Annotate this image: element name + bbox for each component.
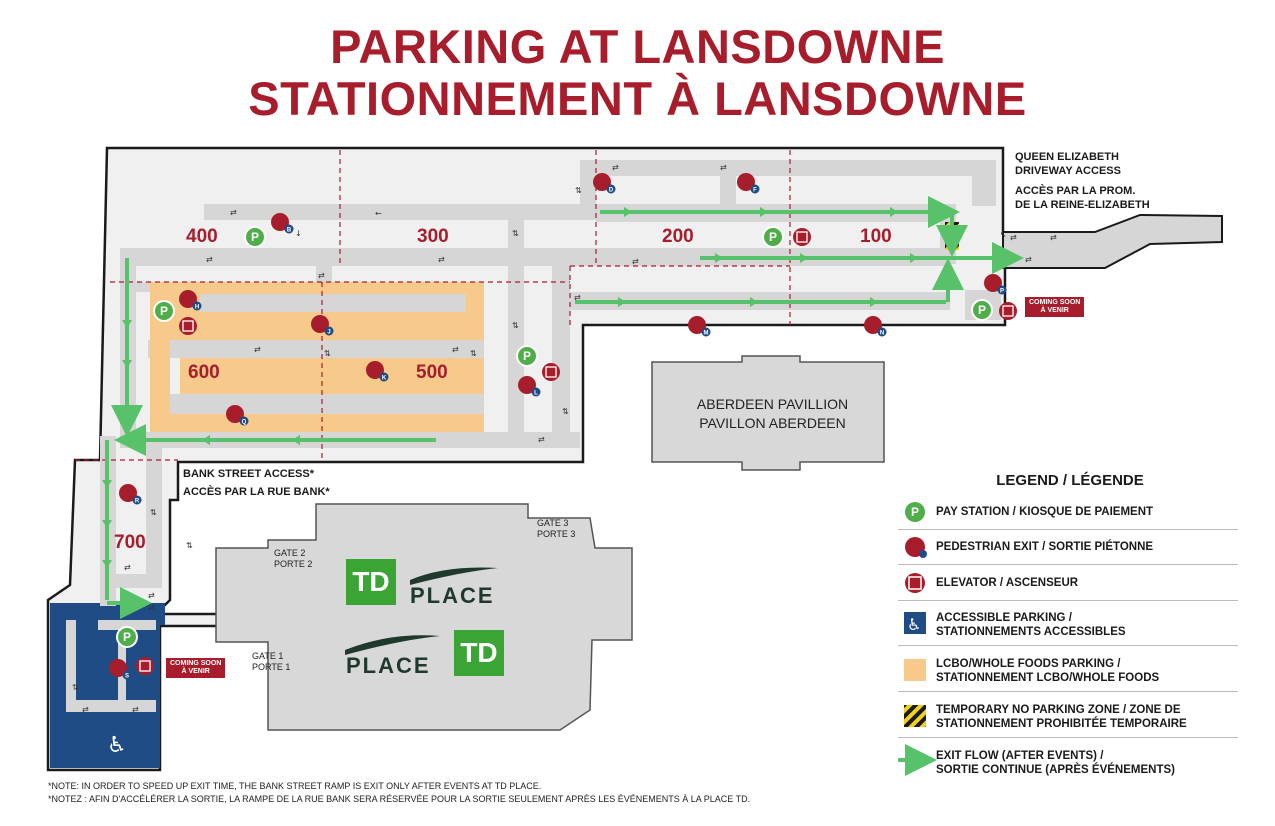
accessible-parking-icon: [904, 612, 926, 634]
zone-500-label: 500: [416, 362, 448, 383]
svg-text:⇄: ⇄: [538, 435, 545, 444]
svg-text:⇄: ⇄: [254, 345, 261, 354]
svg-text:⇄: ⇄: [632, 257, 639, 266]
svg-text:⇅: ⇅: [512, 229, 519, 238]
footnote-en: *NOTE: IN ORDER TO SPEED UP EXIT TIME, T…: [48, 781, 542, 791]
elevator-icon-box: [908, 576, 922, 590]
lcbo-aisle: [200, 294, 466, 312]
pay-station-icon-p: P: [911, 505, 919, 519]
legend-row-exit-flow: EXIT FLOW (AFTER EVENTS) /SORTIE CONTINU…: [936, 750, 1175, 776]
footnote-fr: *NOTEZ : AFIN D'ACCÉLÉRER LA SORTIE, LA …: [48, 794, 751, 804]
svg-text:⇄: ⇄: [124, 563, 131, 572]
legend-row-lcbo: LCBO/WHOLE FOODS PARKING /STATIONNEMENT …: [898, 651, 1238, 692]
legend-row-elevator: ELEVATOR / ASCENSEUR: [898, 566, 1238, 601]
direction-markers: ⇄⇄⇅ ⇄←↓ ⇅⇄⇄ ⇄⇄⇄ ⇄⇅⇅ ⇄⇅⇅ ⇄⇅⇄ ⇄⇄⇅ ⇅⇄⇄ ⇄⇄⇄ …: [72, 163, 1057, 714]
queen-elizabeth-access-label: QUEEN ELIZABETH DRIVEWAY ACCESS ACCÈS PA…: [1015, 151, 1150, 211]
zone-300-label: 300: [417, 226, 449, 247]
legend-row-pedestrian-exit: PEDESTRIAN EXIT / SORTIE PIÉTONNE: [898, 530, 1238, 565]
svg-text:↖: ↖: [1000, 230, 1007, 239]
legend-row-pay-station: PAY STATION / KIOSQUE DE PAIEMENT: [898, 495, 1238, 530]
map-title-en: PARKING AT LANSDOWNE: [330, 20, 945, 73]
svg-text:⇅: ⇅: [575, 186, 582, 195]
svg-text:⇄: ⇄: [318, 271, 325, 280]
bank-street-access-label: BANK STREET ACCESS* ACCÈS PAR LA RUE BAN…: [183, 468, 330, 498]
place-wordmark-top: PLACE: [410, 583, 495, 608]
elevator-icon: [905, 573, 925, 593]
elevators: [136, 228, 1017, 675]
no-parking-zone-swatch: [904, 705, 926, 727]
pay-stations: P P P P P P: [116, 226, 993, 648]
svg-text:⇅: ⇅: [72, 683, 79, 692]
pay-station-icon: [905, 502, 925, 522]
svg-text:⇄: ⇄: [82, 705, 89, 714]
td-logo-bottom: TD: [454, 630, 504, 676]
svg-text:⇄: ⇄: [720, 163, 727, 172]
td-place-roof-bottom: [345, 635, 440, 655]
svg-text:⇄: ⇄: [438, 255, 445, 264]
lcbo-parking-middle: [220, 312, 466, 340]
exit-flow-mid-arrows: [102, 207, 918, 568]
svg-text:⇄: ⇄: [1025, 255, 1032, 264]
svg-text:⇅: ⇅: [186, 541, 193, 550]
wheelchair-icon: ♿: [107, 733, 127, 758]
svg-text:⇄: ⇄: [206, 255, 213, 264]
zone-200-label: 200: [662, 226, 694, 247]
legend-row-accessible: ACCESSIBLE PARKING /STATIONNEMENTS ACCES…: [898, 605, 1238, 646]
accessible-parking-glyph: ♿: [907, 615, 921, 634]
accessible-stalls-left: [76, 620, 98, 700]
td-place-roof-top: [410, 567, 498, 585]
zone-100-label: 100: [860, 226, 892, 247]
lcbo-parking-bottom: [150, 414, 484, 432]
svg-text:⇅: ⇅: [562, 407, 569, 416]
svg-text:⇄: ⇄: [230, 208, 237, 217]
svg-text:P: P: [978, 303, 986, 317]
svg-text:P: P: [123, 630, 131, 644]
svg-text:P: P: [523, 349, 531, 363]
svg-text:⇄: ⇄: [148, 591, 155, 600]
aberdeen-pavillion-label: ABERDEEN PAVILLION PAVILLON ABERDEEN: [696, 396, 849, 431]
place-wordmark-bottom: PLACE: [346, 653, 431, 678]
td-place-building: [215, 503, 633, 731]
svg-text:P: P: [769, 230, 777, 244]
legend-title: LEGEND / LÉGENDE: [996, 472, 1144, 489]
aberdeen-pavillion-building: [651, 355, 885, 471]
svg-text:⇄: ⇄: [612, 163, 619, 172]
zone-600-label: 600: [188, 362, 220, 383]
map-title-fr: STATIONNEMENT À LANSDOWNE: [248, 72, 1027, 125]
svg-text:P: P: [251, 230, 259, 244]
zone-700-label: 700: [114, 532, 146, 553]
svg-text:⇄: ⇄: [452, 345, 459, 354]
svg-text:⇄: ⇄: [132, 705, 139, 714]
pedestrian-exit-letter-dot: [919, 550, 927, 558]
svg-text:⇄: ⇄: [148, 603, 155, 612]
accessible-stalls-mid: [98, 630, 118, 700]
svg-text:↓: ↓: [295, 229, 302, 238]
svg-text:P: P: [160, 304, 168, 318]
svg-text:⇅: ⇅: [150, 508, 157, 517]
zone-400-label: 400: [186, 226, 218, 247]
svg-text:⇄: ⇄: [1050, 233, 1057, 242]
svg-text:⇅: ⇅: [470, 349, 477, 358]
svg-text:←: ←: [375, 209, 382, 218]
td-logo-top: TD: [346, 559, 396, 605]
svg-text:⇅: ⇅: [324, 349, 331, 358]
zone-dividers: [75, 150, 791, 461]
svg-text:⇄: ⇄: [1010, 233, 1017, 242]
queen-elizabeth-ramp: [1002, 213, 1223, 269]
lcbo-parking-swatch: [904, 659, 926, 681]
svg-text:⇄: ⇄: [574, 293, 581, 302]
svg-text:⇅: ⇅: [512, 321, 519, 330]
